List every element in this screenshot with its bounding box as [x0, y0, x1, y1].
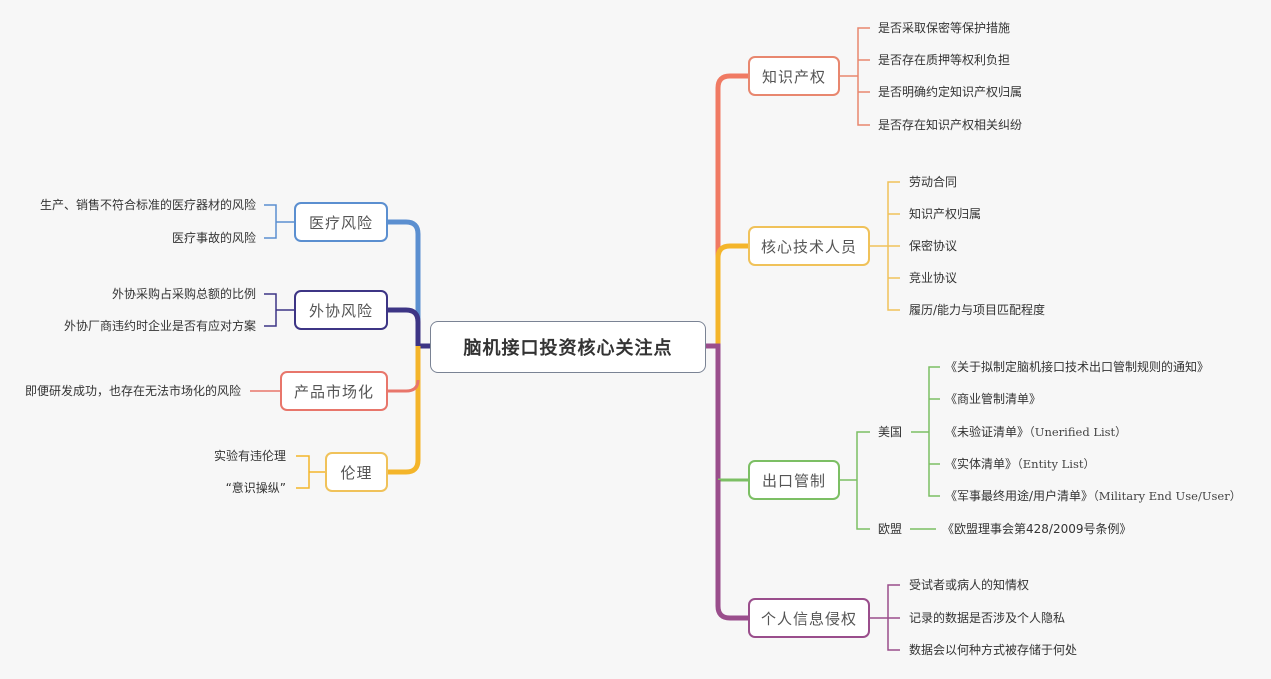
leaf-item[interactable]: 生产、销售不符合标准的医疗器材的风险 [39, 198, 256, 212]
leaf-item[interactable]: 劳动合同 [909, 175, 958, 189]
leaf-cn: 《军事最终用途/用户清单》 [945, 489, 1094, 503]
leaf-item[interactable]: 外协厂商违约时企业是否有应对方案 [63, 319, 256, 333]
leaf-cn: 《关于拟制定脑机接口技术出口管制规则的通知》 [945, 360, 1210, 374]
leaf-en: （Military End Use/User） [1093, 489, 1242, 503]
leaf-item[interactable]: 保密协议 [909, 239, 958, 253]
leaf-item[interactable]: 履历/能力与项目匹配程度 [909, 303, 1046, 317]
root-node[interactable]: 脑机接口投资核心关注点 [430, 321, 706, 373]
connector-staff [706, 243, 750, 349]
leaf-item[interactable]: “意识操纵” [225, 481, 286, 495]
leaf-item[interactable]: 外协采购占采购总额的比例 [111, 287, 256, 301]
branch-medical-risk[interactable]: 医疗风险 [294, 202, 388, 242]
branch-core-staff[interactable]: 核心技术人员 [748, 226, 870, 266]
leaf-en: （Entity List） [1017, 457, 1095, 471]
leaf-cn: 《欧盟理事会第428/2009号条例》 [942, 522, 1132, 536]
branch-privacy[interactable]: 个人信息侵权 [748, 598, 870, 638]
leaf-item[interactable]: 数据会以何种方式被存储于何处 [909, 643, 1078, 657]
branch-export-control[interactable]: 出口管制 [748, 460, 840, 500]
export-group-eu[interactable]: 欧盟 [878, 522, 903, 536]
connector-staff-children [870, 181, 900, 311]
connector-privacy-children [870, 584, 900, 651]
connector-ip [706, 73, 750, 349]
leaf-item[interactable]: 《欧盟理事会第428/2009号条例》 [942, 521, 1132, 537]
leaf-item[interactable]: 竞业协议 [909, 271, 958, 285]
connector-ethics [388, 346, 421, 475]
export-group-usa[interactable]: 美国 [878, 425, 903, 439]
leaf-item[interactable]: 《关于拟制定脑机接口技术出口管制规则的通知》 [945, 359, 1209, 375]
branch-market[interactable]: 产品市场化 [280, 371, 388, 411]
leaf-item[interactable]: 《实体清单》（Entity List） [945, 456, 1095, 472]
branch-intellectual-property[interactable]: 知识产权 [748, 56, 840, 96]
connector-medical [388, 219, 430, 349]
leaf-item[interactable]: 是否存在知识产权相关纠纷 [878, 118, 1023, 132]
leaf-item[interactable]: 《商业管制清单》 [945, 391, 1041, 407]
leaf-item[interactable]: 《未验证清单》（Unerified List） [945, 424, 1127, 440]
leaf-cn: 《商业管制清单》 [945, 392, 1042, 406]
leaf-item[interactable]: 记录的数据是否涉及个人隐私 [909, 611, 1066, 625]
connector-export-children [840, 366, 940, 530]
leaf-item[interactable]: 是否采取保密等保护措施 [878, 21, 1011, 35]
leaf-item[interactable]: 是否存在质押等权利负担 [878, 53, 1011, 67]
connector-ip-children [840, 27, 870, 126]
leaf-item[interactable]: 知识产权归属 [909, 207, 982, 221]
connector-market [388, 379, 420, 393]
leaf-item[interactable]: 受试者或病人的知情权 [909, 578, 1030, 592]
connector-privacy [715, 480, 750, 621]
connector-trunk-bottom [706, 343, 721, 480]
leaf-cn: 《实体清单》 [945, 457, 1018, 471]
branch-outsourcing-risk[interactable]: 外协风险 [294, 290, 388, 330]
leaf-item[interactable]: 即便研发成功，也存在无法市场化的风险 [24, 384, 241, 398]
connector-outsourcing [388, 307, 430, 349]
leaf-item[interactable]: 医疗事故的风险 [171, 231, 256, 245]
leaf-item[interactable]: 实验有违伦理 [213, 449, 286, 463]
connector-medical-children [264, 204, 294, 239]
leaf-cn: 《未验证清单》 [945, 425, 1030, 439]
leaf-en: （Unerified List） [1029, 425, 1127, 439]
connector-outsourcing-children [264, 293, 294, 327]
leaf-item[interactable]: 《军事最终用途/用户清单》（Military End Use/User） [945, 488, 1241, 504]
leaf-item[interactable]: 是否明确约定知识产权归属 [878, 85, 1023, 99]
connector-ethics-children [296, 455, 325, 489]
branch-ethics[interactable]: 伦理 [325, 452, 388, 492]
